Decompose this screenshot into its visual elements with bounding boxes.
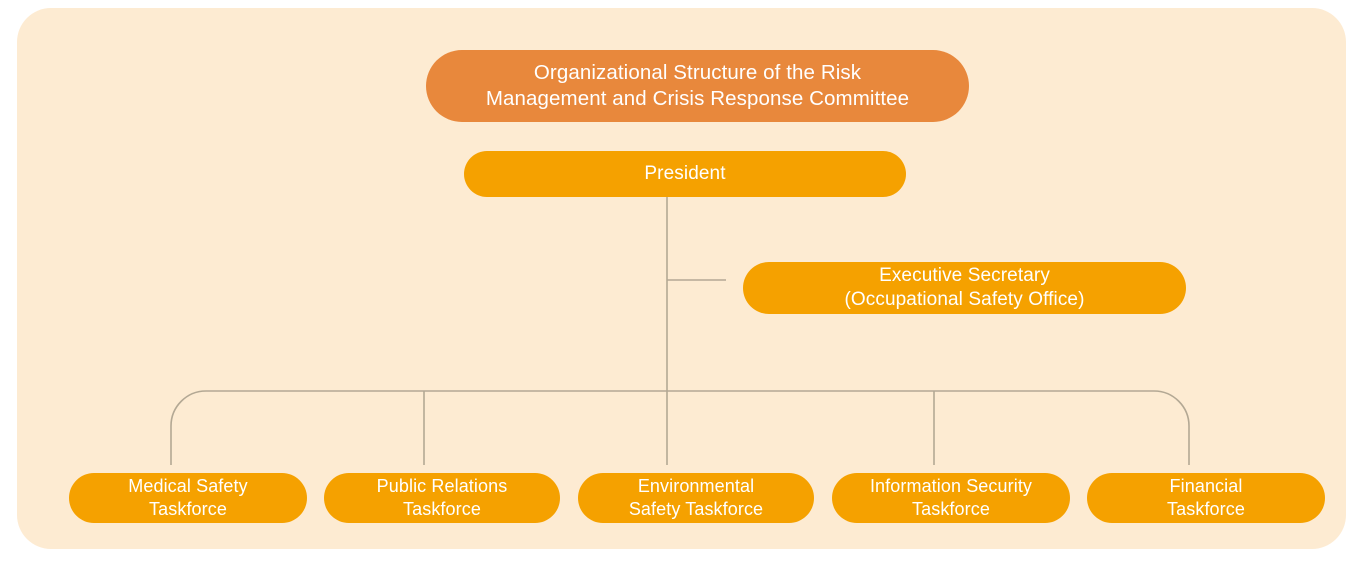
org-node-environmental-safety-taskforce: Environmental Safety Taskforce xyxy=(578,473,814,523)
org-node-public-relations-taskforce: Public Relations Taskforce xyxy=(324,473,560,523)
org-node-president: President xyxy=(464,151,906,197)
org-node-medical-safety-taskforce: Medical Safety Taskforce xyxy=(69,473,307,523)
connector-trunk-to-taskforce-0 xyxy=(170,390,207,465)
org-node-financial-taskforce: Financial Taskforce xyxy=(1087,473,1325,523)
org-node-executive-secretary: Executive Secretary (Occupational Safety… xyxy=(743,262,1186,314)
connector-trunk-to-taskforce-4 xyxy=(1153,390,1190,465)
org-chart-card: Organizational Structure of the Risk Man… xyxy=(17,8,1346,549)
org-node-information-security-taskforce: Information Security Taskforce xyxy=(832,473,1070,523)
org-node-title: Organizational Structure of the Risk Man… xyxy=(426,50,969,122)
